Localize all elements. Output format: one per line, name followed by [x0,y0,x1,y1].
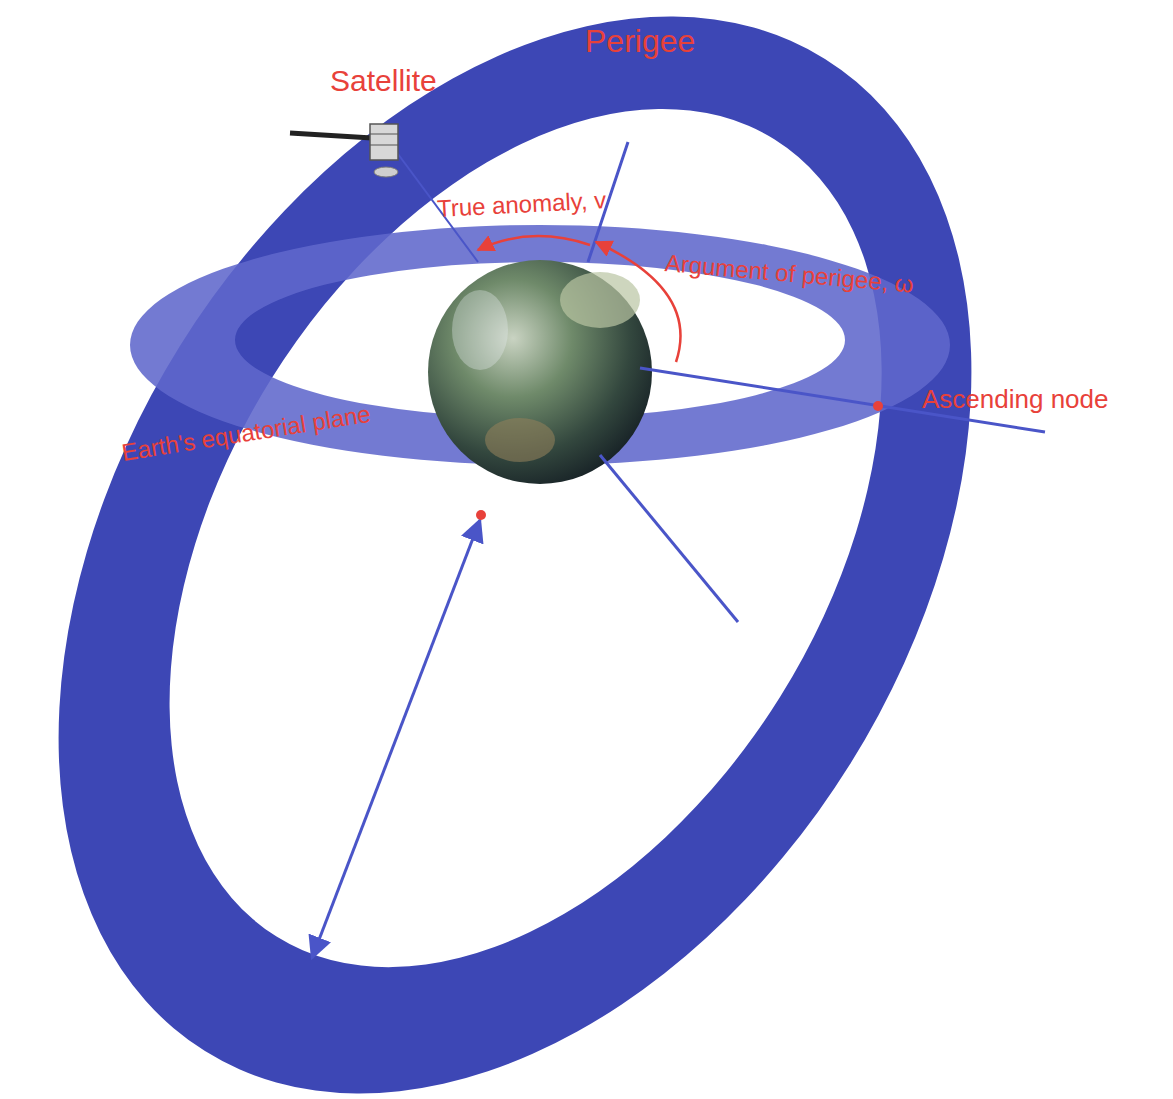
descending-point [476,510,486,520]
satellite-label: Satellite [330,64,437,97]
perigee-label: Perigee [585,24,695,59]
satellite-icon [290,124,398,177]
node-label: Ascending node [922,385,1108,414]
angle-label: True anomaly, v [436,187,607,222]
true-anomaly-arc [478,236,590,250]
reference-lines [312,142,1045,958]
earth [428,260,652,484]
node-point [873,401,883,411]
